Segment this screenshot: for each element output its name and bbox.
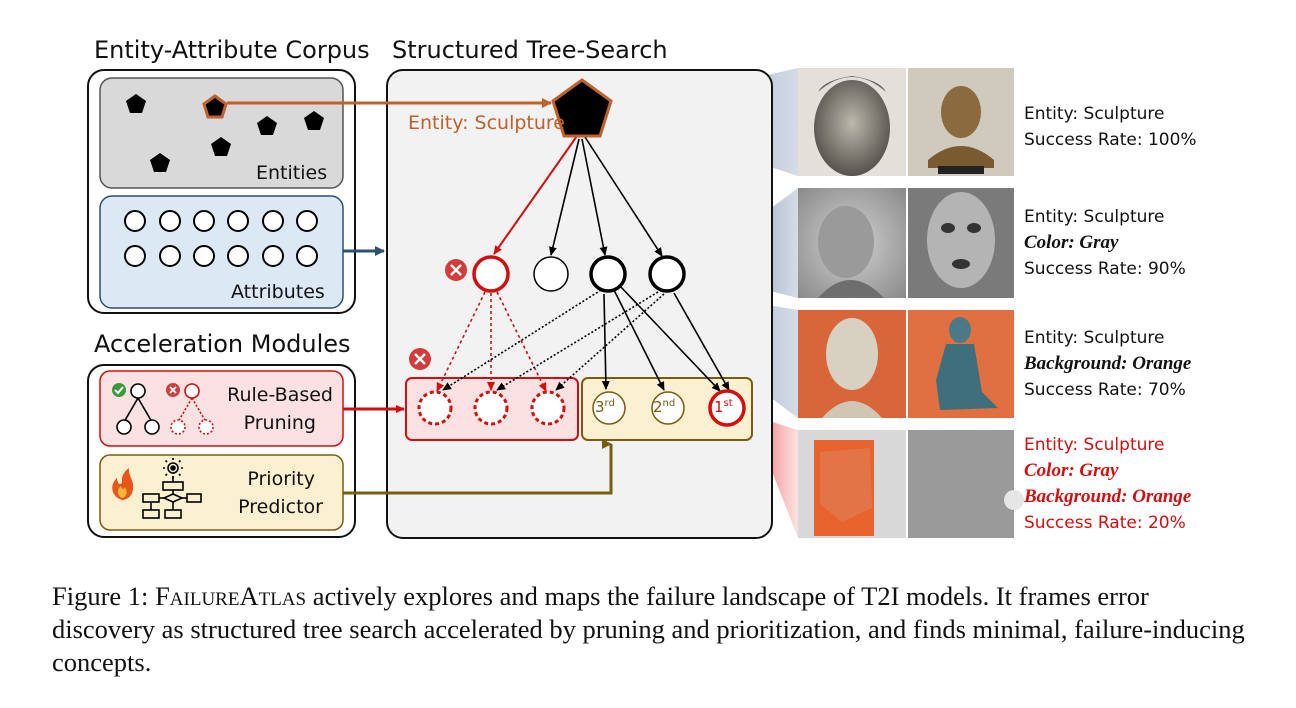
rule-mini-trees bbox=[112, 383, 214, 435]
check-icon bbox=[112, 383, 126, 397]
rule-pruning-label-2: Pruning bbox=[243, 412, 316, 434]
caption-prefix: Figure 1: bbox=[52, 581, 156, 611]
result-2: Entity: Sculpture Color: Gray Success Ra… bbox=[1024, 204, 1186, 282]
unexplored-node bbox=[533, 256, 569, 292]
level2-ranked-nodes bbox=[592, 389, 746, 427]
corpus-panel bbox=[87, 69, 356, 314]
priority-label-1: Priority bbox=[247, 468, 315, 490]
priority-arrow bbox=[343, 439, 613, 495]
pruned-node bbox=[472, 255, 510, 293]
acceleration-header: Acceleration Modules bbox=[94, 330, 351, 358]
entity-pentagons bbox=[126, 94, 324, 172]
result-4-attr-1: Color: Gray bbox=[1024, 460, 1119, 481]
rank-3-label: 3rd bbox=[595, 398, 615, 416]
figure-caption: Figure 1: FailureAtlas actively explores… bbox=[52, 580, 1252, 679]
rule-pruning-box bbox=[99, 370, 344, 447]
level1-nodes bbox=[472, 255, 686, 293]
tree-search-header: Structured Tree-Search bbox=[392, 36, 668, 64]
entities-label: Entities bbox=[256, 162, 328, 184]
corpus-header: Entity-Attribute Corpus bbox=[94, 36, 370, 64]
selected-entity-icon bbox=[202, 94, 228, 119]
flame-icon bbox=[112, 468, 134, 500]
prune-cross-icon-2 bbox=[409, 348, 431, 370]
result-4: Entity: Sculpture Color: Gray Background… bbox=[1024, 432, 1191, 536]
root-entity-label: Entity: Sculpture bbox=[408, 112, 565, 134]
result-4-entity: Entity: Sculpture bbox=[1024, 435, 1165, 455]
result-3-entity: Entity: Sculpture bbox=[1024, 328, 1165, 348]
color-gray-node bbox=[589, 255, 627, 293]
result-4-attr-2: Background: Orange bbox=[1024, 486, 1192, 507]
result-1: Entity: Sculpture Success Rate: 100% bbox=[1024, 101, 1197, 153]
rank-1-label: 1st bbox=[714, 398, 733, 416]
acceleration-panel bbox=[87, 364, 356, 538]
result-2-success: Success Rate: 90% bbox=[1024, 259, 1186, 279]
result-3: Entity: Sculpture Background: Orange Suc… bbox=[1024, 325, 1191, 403]
img-gray-blank bbox=[908, 430, 1014, 538]
flowchart-gear-icon bbox=[142, 458, 202, 519]
prune-cross-icon bbox=[445, 259, 467, 281]
rank-2-label: 2nd bbox=[653, 398, 676, 416]
rule-pruning-label-1: Rule-Based bbox=[227, 384, 333, 406]
framework-diagram bbox=[87, 68, 1024, 539]
background-orange-node bbox=[648, 255, 686, 293]
result-1-success: Success Rate: 100% bbox=[1024, 130, 1197, 150]
result-images bbox=[798, 68, 1024, 538]
result-4-success: Success Rate: 20% bbox=[1024, 513, 1186, 533]
attribute-circles bbox=[124, 210, 318, 267]
level2-pruned-nodes bbox=[417, 390, 566, 426]
tree-edges bbox=[436, 135, 730, 392]
caption-method-name: FailureAtlas bbox=[155, 581, 307, 611]
caption-text: actively explores and maps the failure l… bbox=[52, 581, 1245, 677]
result-2-attr: Color: Gray bbox=[1024, 232, 1119, 253]
root-entity-node bbox=[551, 78, 613, 138]
result-3-attr: Background: Orange bbox=[1024, 353, 1192, 374]
result-3-success: Success Rate: 70% bbox=[1024, 380, 1186, 400]
priority-predictor-box bbox=[99, 454, 344, 531]
attributes-label: Attributes bbox=[231, 281, 325, 303]
result-1-entity: Entity: Sculpture bbox=[1024, 104, 1165, 124]
priority-label-2: Predictor bbox=[238, 496, 323, 518]
result-2-entity: Entity: Sculpture bbox=[1024, 207, 1165, 227]
